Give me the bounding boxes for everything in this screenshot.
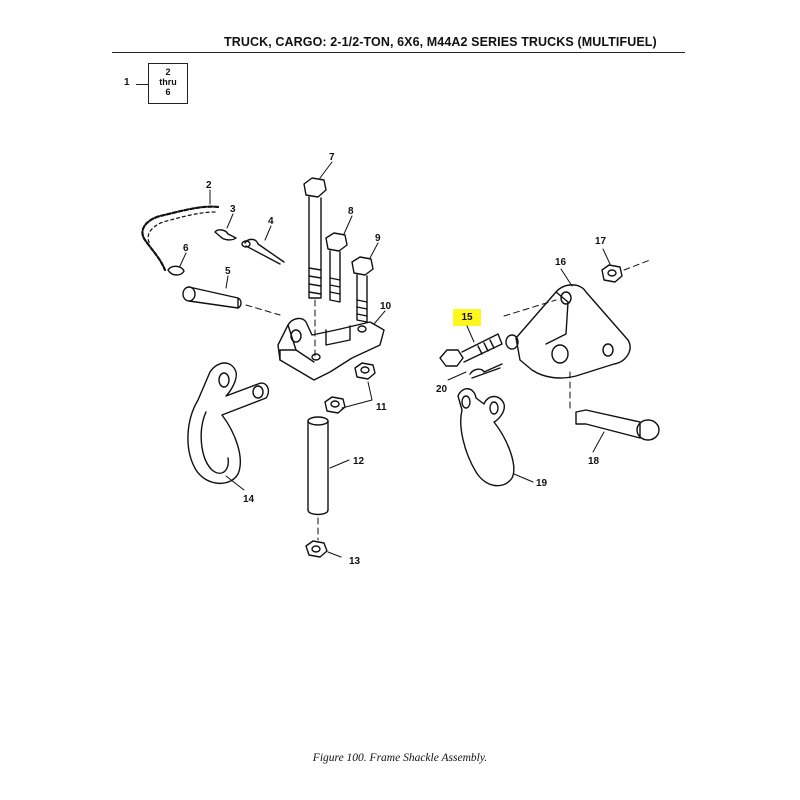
figure-caption: Figure 100. Frame Shackle Assembly. [312, 752, 488, 764]
callout-2: 2 [206, 180, 212, 191]
nut-11b-part [324, 396, 346, 414]
callout-12: 12 [353, 456, 365, 467]
callout-20: 20 [436, 384, 448, 395]
callout-19: 19 [536, 478, 548, 489]
callout-6: 6 [183, 243, 189, 254]
callout-labels: 2 3 4 5 6 7 8 9 10 11 12 13 14 16 17 18 … [183, 152, 607, 567]
callout-5: 5 [225, 266, 231, 277]
nut-13-part [305, 540, 328, 558]
callout-3: 3 [230, 204, 236, 215]
callout-8: 8 [348, 206, 354, 217]
bolt-15-part [439, 333, 503, 367]
callout-10: 10 [380, 301, 392, 312]
chain-part [141, 205, 220, 272]
split-ring-part [214, 229, 237, 241]
ring-part [167, 265, 185, 276]
legend-range-end: 6 [165, 87, 171, 97]
nut-17-part [601, 259, 651, 283]
header-rule [112, 52, 685, 53]
highlight-callout-15 [453, 309, 481, 326]
callout-7: 7 [329, 152, 335, 163]
bolt-9-part [351, 256, 374, 323]
callout-13: 13 [349, 556, 361, 567]
shackle-14-part [187, 362, 270, 484]
callout-9: 9 [375, 233, 381, 244]
bolt-8-part [325, 232, 348, 303]
long-bolt-part [303, 177, 327, 361]
safety-pin-part [241, 238, 285, 265]
legend-leader-line [136, 84, 148, 85]
leader-lines [179, 161, 611, 558]
bracket-16-part [503, 284, 631, 379]
shackle-19-part [457, 388, 515, 487]
pin-18-part [569, 371, 660, 441]
legend-range-start: 2 [165, 67, 171, 77]
bracket-part [277, 317, 385, 381]
legend-item-number: 1 [124, 77, 130, 88]
callout-18: 18 [588, 456, 600, 467]
spacer-tube-part [307, 416, 329, 541]
callout-11: 11 [376, 402, 387, 413]
legend-range-thru: thru [159, 77, 177, 87]
callout-17: 17 [595, 236, 607, 247]
highlight-callout-15-label: 15 [461, 312, 473, 323]
pin-part [182, 286, 281, 316]
callout-4: 4 [268, 216, 274, 227]
callout-16: 16 [555, 257, 567, 268]
cotter-pin-part [469, 363, 503, 379]
nut-11a-part [354, 362, 376, 380]
page-header-title: TRUCK, CARGO: 2-1/2-TON, 6X6, M44A2 SERI… [224, 35, 657, 49]
callout-14: 14 [243, 494, 255, 505]
legend-box [148, 63, 188, 104]
